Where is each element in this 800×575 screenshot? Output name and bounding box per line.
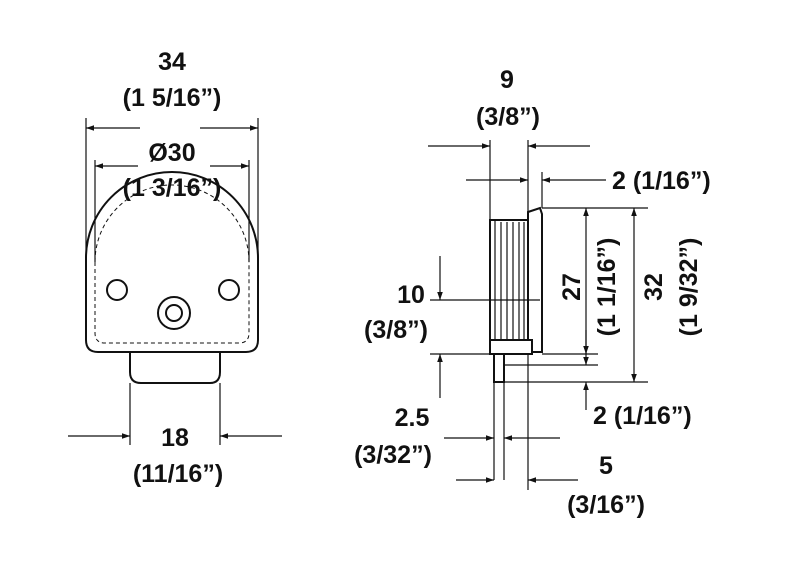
dim-27-imperial: (1 1/16”) bbox=[593, 238, 621, 337]
mounting-hole-left bbox=[106, 279, 128, 301]
side-ribs bbox=[494, 220, 525, 352]
side-flange bbox=[489, 339, 533, 355]
dim-9-metric: 9 bbox=[500, 66, 514, 94]
dim-27-metric: 27 bbox=[558, 273, 586, 301]
side-view: 9 (3/8”) 2 (1/16”) 27 (1 1/16”) 32 (1 9/… bbox=[354, 66, 711, 519]
inner-outline bbox=[94, 184, 250, 344]
dim-25-metric: 2.5 bbox=[395, 404, 430, 432]
dim-9-imperial: (3/8”) bbox=[476, 103, 540, 131]
dim-32-metric: 32 bbox=[640, 273, 668, 301]
dim-10-metric: 10 bbox=[397, 281, 425, 309]
side-back-plate bbox=[527, 206, 543, 353]
front-view: 34 (1 5/16”) Ø30 (1 3/16”) 18 (11/16”) bbox=[68, 48, 282, 488]
dim-10-imperial: (3/8”) bbox=[364, 316, 428, 344]
dim-34-metric: 34 bbox=[158, 48, 186, 76]
dim-5-metric: 5 bbox=[599, 452, 613, 480]
dim-34-imperial: (1 5/16”) bbox=[123, 84, 222, 112]
dim-18-metric: 18 bbox=[161, 424, 189, 452]
dim-25-imperial: (3/32”) bbox=[354, 441, 432, 469]
dim-32-imperial: (1 9/32”) bbox=[675, 238, 703, 337]
dim-2-top-label: 2 (1/16”) bbox=[612, 167, 711, 195]
bottom-tab bbox=[129, 351, 221, 384]
dim-5-imperial: (3/16”) bbox=[567, 491, 645, 519]
side-pin bbox=[493, 353, 505, 383]
front-body bbox=[85, 171, 259, 353]
dim-18-imperial: (11/16”) bbox=[133, 460, 223, 488]
mounting-hole-right bbox=[218, 279, 240, 301]
dim-30-metric: Ø30 bbox=[148, 139, 195, 167]
dim-30-imperial: (1 3/16”) bbox=[123, 174, 222, 202]
center-boss-inner bbox=[165, 304, 183, 322]
dim-2-lower-label: 2 (1/16”) bbox=[593, 402, 692, 430]
